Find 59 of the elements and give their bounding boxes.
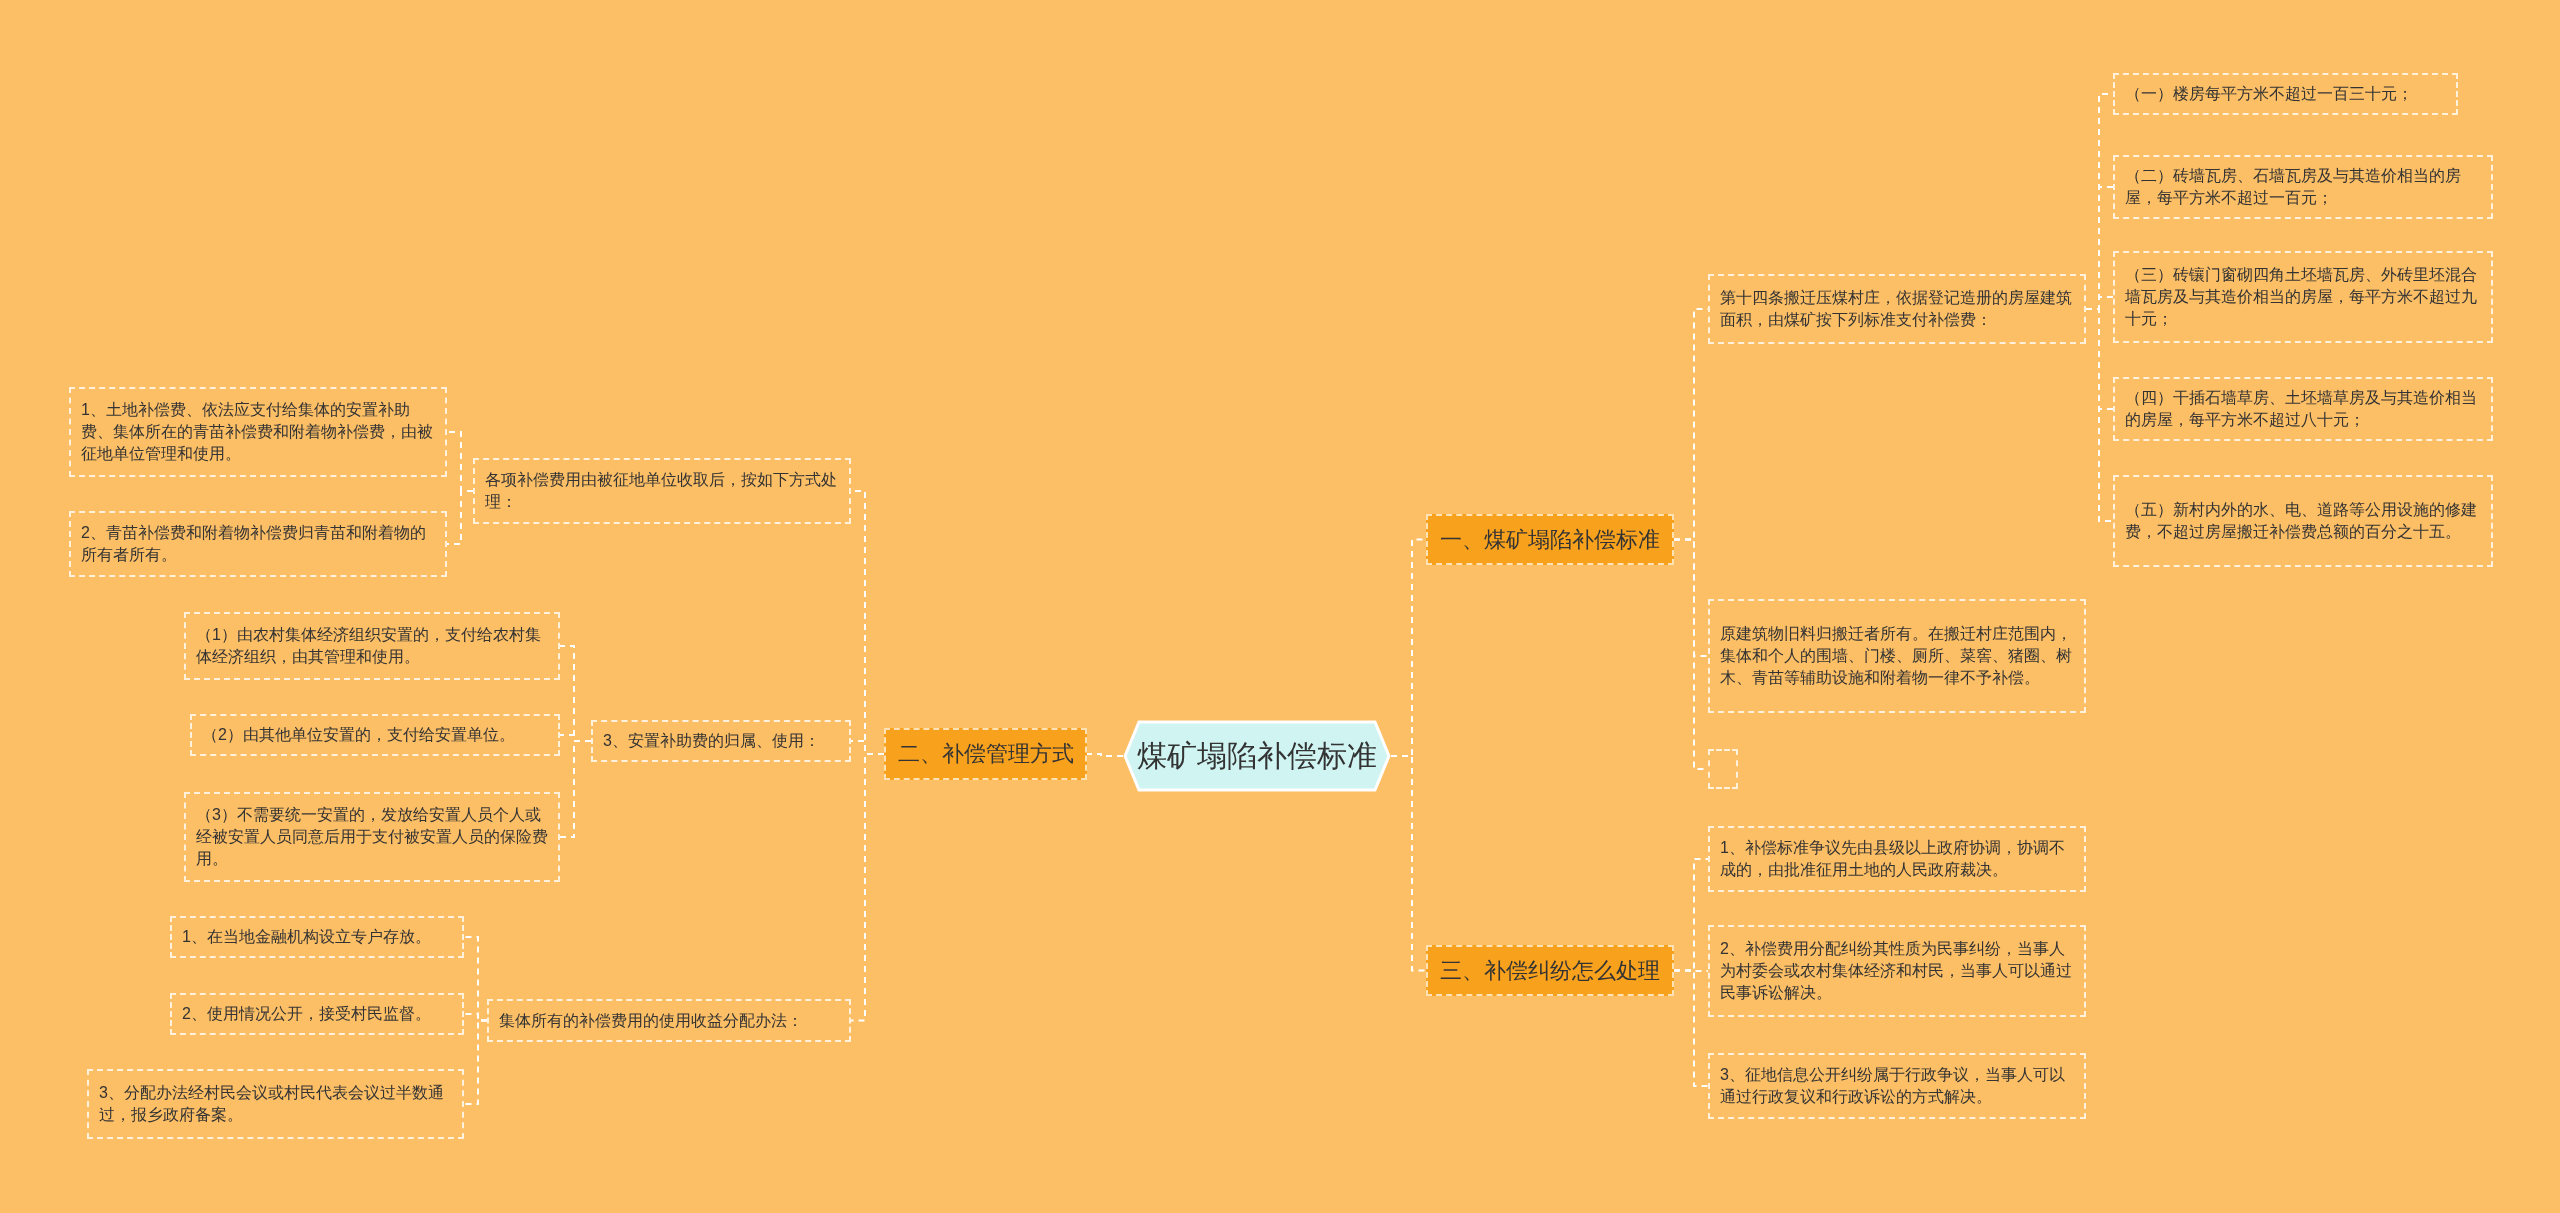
root-title: 煤矿塌陷补偿标准 bbox=[1137, 738, 1377, 774]
subtopic-box bbox=[184, 792, 560, 882]
subtopic-box bbox=[2113, 73, 2458, 115]
subtopic-text: （四）干插石墙草房、土坯墙草房及与其造价相当的房屋，每平方米不超过八十元； bbox=[2125, 388, 2478, 430]
topic-label: 二、补偿管理方式 bbox=[897, 740, 1074, 768]
subtopic-box bbox=[1708, 274, 2086, 344]
subtopic-box bbox=[2113, 475, 2493, 567]
subtopic-box bbox=[69, 387, 447, 477]
subtopic-text: 1、补偿标准争议先由县级以上政府协调，协调不成的，由批准征用土地的人民政府裁决。 bbox=[1720, 838, 2066, 880]
subtopic-text: 2、青苗补偿费和附着物补偿费归青苗和附着物的所有者所有。 bbox=[81, 523, 427, 565]
connector-line bbox=[1086, 753, 1124, 757]
subtopic-text: 各项补偿费用由被征地单位收取后，按如下方式处理： bbox=[485, 470, 838, 512]
subtopic-box bbox=[170, 916, 464, 958]
subtopic-box bbox=[1708, 925, 2086, 1017]
subtopic-box bbox=[487, 999, 851, 1042]
subtopic-text: 原建筑物旧料归搬迁者所有。在搬迁村庄范围内，集体和个人的围墙、门楼、厕所、菜窖、猪圈、树木、青苗等辅助设施和附着物一律不予补偿。 bbox=[1720, 624, 2073, 688]
subtopic-text: 3、安置补助费的归属、使用： bbox=[603, 731, 821, 751]
subtopic-text: 2、补偿费用分配纠纷其性质为民事纠纷，当事人为村委会或农村集体经济和村民，当事人可以通过民事诉讼解决。 bbox=[1720, 939, 2073, 1003]
empty-box bbox=[1708, 749, 1738, 789]
connector-line bbox=[850, 753, 885, 1022]
subtopic-text: 1、在当地金融机构设立专户存放。 bbox=[182, 927, 432, 947]
subtopic-text: （1）由农村集体经济组织安置的，支付给农村集体经济组织，由其管理和使用。 bbox=[196, 625, 542, 667]
subtopic-text: （二）砖墙瓦房、石墙瓦房及与其造价相当的房屋，每平方米不超过一百元； bbox=[2125, 166, 2462, 208]
subtopic-box bbox=[1708, 599, 2086, 713]
subtopic-box bbox=[170, 993, 464, 1035]
topic-box bbox=[1426, 945, 1674, 996]
subtopic-text: （2）由其他单位安置的，支付给安置单位。 bbox=[202, 725, 516, 745]
subtopic-text: 1、土地补偿费、依法应支付给集体的安置补助费、集体所在的青苗补偿费和附着物补偿费，由被征地单位管理和使用。 bbox=[81, 400, 434, 464]
subtopic-box bbox=[1708, 826, 2086, 892]
subtopic-text: （一）楼房每平方米不超过一百三十元； bbox=[2125, 84, 2414, 104]
subtopic-text: 第十四条搬迁压煤村庄，依据登记造册的房屋建筑面积，由煤矿按下列标准支付补偿费： bbox=[1720, 288, 2073, 330]
subtopic-text: 3、分配办法经村民会议或村民代表会议过半数通过，报乡政府备案。 bbox=[99, 1083, 445, 1125]
subtopic-box bbox=[184, 612, 560, 680]
topic-box bbox=[884, 728, 1087, 780]
topic-label: 一、煤矿塌陷补偿标准 bbox=[1440, 525, 1660, 554]
subtopic-text: （三）砖镶门窗砌四角土坯墙瓦房、外砖里坯混合墙瓦房及与其造价相当的房屋，每平方米不超过九十元； bbox=[2125, 265, 2478, 329]
subtopic-box bbox=[2113, 251, 2493, 343]
subtopic-box bbox=[87, 1069, 464, 1139]
subtopic-text: 集体所有的补偿费用的使用收益分配办法： bbox=[499, 1010, 804, 1031]
subtopic-box bbox=[1708, 1053, 2086, 1119]
topic-label: 三、补偿纠纷怎么处理 bbox=[1440, 956, 1660, 985]
subtopic-box bbox=[591, 720, 851, 762]
connector-line bbox=[1390, 755, 1427, 972]
connector-line bbox=[446, 490, 474, 545]
subtopic-text: （3）不需要统一安置的，发放给安置人员个人或经被安置人员同意后用于支付被安置人员的保险费用。 bbox=[196, 805, 548, 869]
connector-line bbox=[2085, 308, 2114, 522]
subtopic-text: （五）新村内外的水、电、道路等公用设施的修建费，不超过房屋搬迁补偿费总额的百分之十五。 bbox=[2125, 500, 2478, 542]
connector-line bbox=[1673, 969, 1709, 1087]
subtopic-box bbox=[2113, 377, 2493, 441]
subtopic-text: 2、使用情况公开，接受村民监督。 bbox=[182, 1004, 432, 1024]
subtopic-text: 3、征地信息公开纠纷属于行政争议，当事人可以通过行政复议和行政诉讼的方式解决。 bbox=[1720, 1065, 2066, 1107]
connector-line bbox=[559, 740, 592, 838]
topic-box bbox=[1426, 514, 1674, 565]
root-hexagon bbox=[1123, 720, 1391, 792]
subtopic-box bbox=[190, 714, 560, 756]
subtopic-box bbox=[473, 458, 851, 524]
subtopic-box bbox=[69, 511, 447, 577]
subtopic-box bbox=[2113, 155, 2493, 219]
connector-line bbox=[463, 1019, 488, 1105]
